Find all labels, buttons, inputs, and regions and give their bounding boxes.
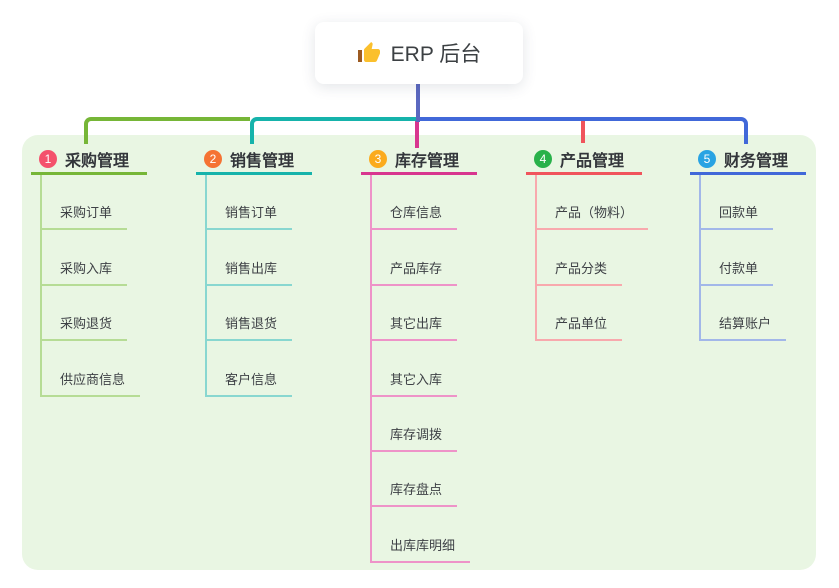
branch-label: 销售管理 [230, 153, 295, 170]
child-row: 付款单 [701, 230, 806, 286]
child-node[interactable]: 其它入库 [372, 369, 458, 397]
connector-branch-5 [418, 117, 748, 144]
branch-title-product[interactable]: 4 产品管理 [526, 146, 642, 175]
branch-index-badge: 3 [369, 150, 387, 168]
child-node[interactable]: 库存调拨 [372, 424, 458, 452]
branch-sales: 2 销售管理 销售订单 销售出库 销售退货 客户信息 [196, 146, 312, 397]
branch-index-badge: 4 [534, 150, 552, 168]
branch-index-badge: 5 [698, 150, 716, 168]
child-node[interactable]: 其它出库 [372, 313, 458, 342]
child-row: 产品（物料） [537, 175, 649, 231]
child-row: 库存调拨 [372, 397, 477, 452]
child-node[interactable]: 付款单 [701, 258, 774, 286]
child-row: 产品库存 [372, 230, 477, 286]
child-node[interactable]: 产品库存 [372, 258, 458, 286]
child-node[interactable]: 仓库信息 [372, 202, 458, 231]
child-node[interactable]: 结算账户 [701, 313, 787, 342]
root-connector-line [416, 84, 420, 122]
child-row: 回款单 [701, 175, 806, 231]
child-node[interactable]: 采购入库 [42, 258, 128, 286]
branch-finance: 5 财务管理 回款单 付款单 结算账户 [690, 146, 806, 342]
child-node[interactable]: 采购订单 [42, 202, 128, 231]
child-row: 产品分类 [537, 230, 642, 286]
branch-title-inventory[interactable]: 3 库存管理 [361, 146, 477, 175]
branch-inventory: 3 库存管理 仓库信息 产品库存 其它出库 其它入库 库存调拨 库存盘点 出库库… [361, 146, 477, 563]
child-node[interactable]: 库存盘点 [372, 479, 458, 508]
child-node[interactable]: 销售退货 [207, 313, 293, 342]
branch-index-badge: 1 [39, 150, 57, 168]
child-node[interactable]: 产品分类 [537, 258, 623, 286]
branch-purchase: 1 采购管理 采购订单 采购入库 采购退货 供应商信息 [31, 146, 147, 397]
child-row: 结算账户 [701, 286, 806, 342]
child-row: 采购订单 [42, 175, 147, 231]
child-row: 销售出库 [207, 230, 312, 286]
child-node[interactable]: 采购退货 [42, 313, 128, 342]
branch-children: 回款单 付款单 结算账户 [699, 175, 806, 342]
child-row: 采购入库 [42, 230, 147, 286]
child-node[interactable]: 供应商信息 [42, 369, 141, 397]
child-node[interactable]: 销售订单 [207, 202, 293, 231]
child-node[interactable]: 销售出库 [207, 258, 293, 286]
root-node-label: ERP 后台 [390, 43, 482, 66]
child-row: 出库库明细 [372, 507, 477, 563]
child-node[interactable]: 出库库明细 [372, 535, 471, 563]
child-row: 产品单位 [537, 286, 642, 342]
child-row: 仓库信息 [372, 175, 477, 231]
connector-branch-2 [250, 117, 418, 144]
child-row: 库存盘点 [372, 452, 477, 508]
child-node[interactable]: 产品单位 [537, 313, 623, 342]
child-node[interactable]: 产品（物料） [537, 202, 649, 231]
branch-label: 采购管理 [65, 153, 130, 170]
background-panel [22, 135, 816, 570]
connector-branch-3 [415, 120, 419, 148]
child-row: 客户信息 [207, 341, 312, 397]
connector-branch-1 [84, 117, 250, 144]
branch-label: 产品管理 [560, 153, 625, 170]
connector-branch-4 [581, 120, 585, 143]
child-node[interactable]: 客户信息 [207, 369, 293, 397]
child-row: 其它入库 [372, 341, 477, 397]
child-row: 其它出库 [372, 286, 477, 342]
branch-title-finance[interactable]: 5 财务管理 [690, 146, 806, 175]
branch-index-badge: 2 [204, 150, 222, 168]
branch-children: 采购订单 采购入库 采购退货 供应商信息 [40, 175, 147, 397]
branch-children: 销售订单 销售出库 销售退货 客户信息 [205, 175, 312, 397]
branch-label: 财务管理 [724, 153, 789, 170]
child-row: 供应商信息 [42, 341, 147, 397]
child-row: 销售订单 [207, 175, 312, 231]
child-node[interactable]: 回款单 [701, 202, 774, 231]
branch-children: 产品（物料） 产品分类 产品单位 [535, 175, 649, 342]
child-row: 销售退货 [207, 286, 312, 342]
branch-title-sales[interactable]: 2 销售管理 [196, 146, 312, 175]
branch-label: 库存管理 [395, 153, 460, 170]
thumbs-up-icon [357, 42, 380, 62]
branch-product: 4 产品管理 产品（物料） 产品分类 产品单位 [526, 146, 649, 342]
child-row: 采购退货 [42, 286, 147, 342]
root-node[interactable]: ERP 后台 [315, 22, 523, 84]
branch-title-purchase[interactable]: 1 采购管理 [31, 146, 147, 175]
branch-children: 仓库信息 产品库存 其它出库 其它入库 库存调拨 库存盘点 出库库明细 [370, 175, 477, 563]
